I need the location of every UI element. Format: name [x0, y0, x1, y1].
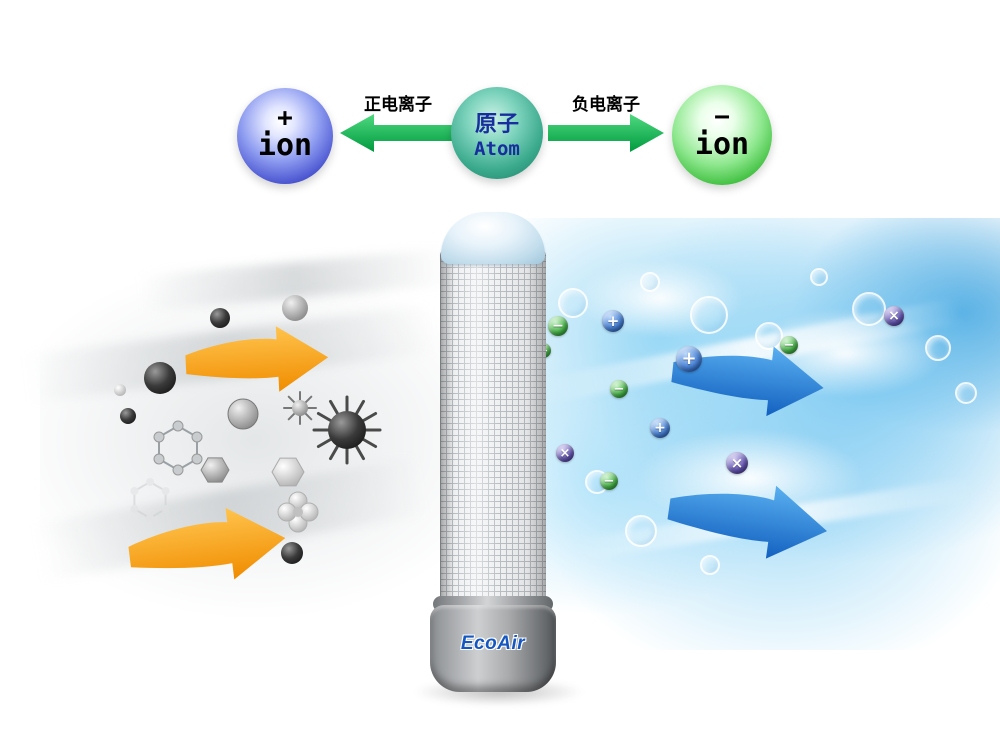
dust-particle [227, 398, 259, 430]
clean-air-sky [515, 218, 1000, 650]
clean-air-arrow [671, 346, 824, 417]
negative-ion-particle: − [610, 380, 628, 398]
dust-particle [281, 542, 303, 564]
positive-arrow-label: 正电离子 [364, 95, 432, 115]
hexagon-particle [271, 457, 305, 487]
atom-label-cn: 原子 [474, 112, 519, 137]
dust-particle [144, 362, 176, 394]
dust-particle [282, 295, 308, 321]
negative-ion-sphere: − ion [672, 85, 772, 185]
negative-ion-label: ion [694, 126, 750, 162]
bubble [625, 515, 657, 547]
bubble [558, 288, 588, 318]
positive-ion-label: ion [257, 127, 313, 163]
neutralized-particle: × [726, 452, 748, 474]
ionizer-dome-cap [441, 212, 545, 264]
virus-particle-large [312, 395, 382, 465]
atom-sphere: 原子 Atom [451, 87, 543, 179]
pollen-particle [277, 491, 319, 533]
dust-particle [120, 408, 136, 424]
negative-ion-particle: − [600, 472, 618, 490]
negative-arrow-label: 负电离子 [572, 95, 640, 115]
virus-particle-small [283, 391, 317, 425]
ionizer-body-mesh [440, 248, 546, 604]
molecule-particle-faint [130, 478, 170, 522]
positive-ion-particle: + [676, 346, 702, 372]
positive-ion-arrow [340, 114, 456, 152]
neutralized-particle: × [884, 306, 904, 326]
bubble [925, 335, 951, 361]
bubble [810, 268, 828, 286]
neutralized-particle: × [556, 444, 574, 462]
negative-ion-particle: − [548, 316, 568, 336]
molecule-particle [153, 420, 203, 476]
dust-particle [210, 308, 230, 328]
brand-logo-text: EcoAir [460, 633, 526, 654]
bubble [640, 272, 660, 292]
positive-ion-sphere: + ion [237, 88, 333, 184]
positive-ion-particle: + [602, 310, 624, 332]
bubble [852, 292, 886, 326]
bubble [690, 296, 728, 334]
hexagon-particle [200, 457, 230, 483]
negative-ion-arrow [548, 114, 664, 152]
bubble [755, 322, 783, 350]
bubble [700, 555, 720, 575]
minus-sign: − [714, 102, 730, 133]
atom-label-en: Atom [474, 138, 520, 160]
positive-ion-particle: + [650, 418, 670, 438]
plus-sign: + [277, 103, 293, 134]
ionizer-base: EcoAir [430, 605, 556, 692]
dust-particle [114, 384, 126, 396]
bubble [955, 382, 977, 404]
pollutant-particles [114, 295, 382, 564]
negative-ion-particle: − [780, 336, 798, 354]
pollutant-flow-arrow [128, 507, 286, 580]
pollutant-flow-arrow [185, 326, 329, 392]
clean-air-arrow [667, 485, 828, 559]
